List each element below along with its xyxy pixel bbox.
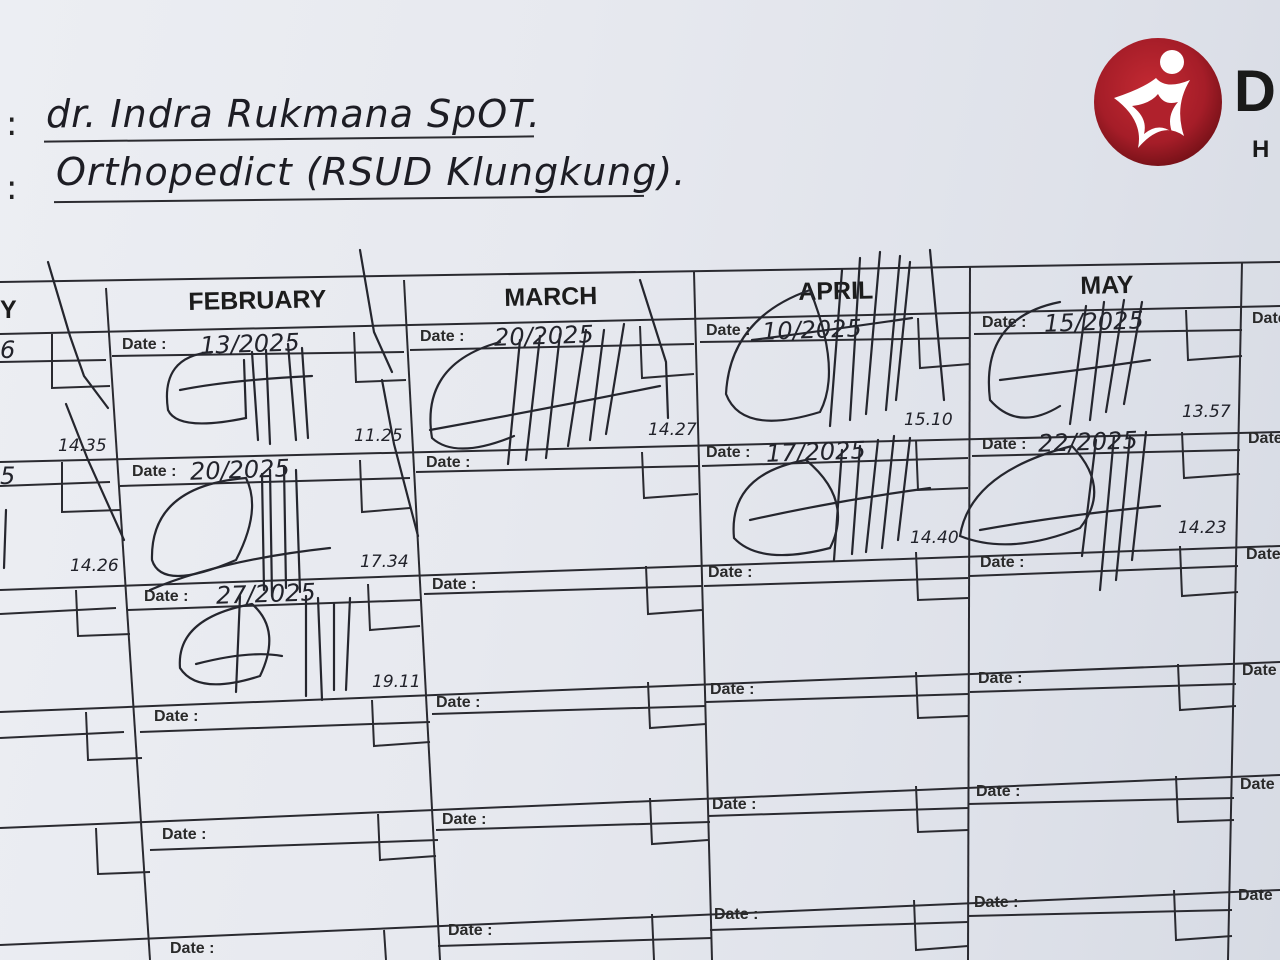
- date-label: Date :: [982, 314, 1027, 331]
- date-label-edge: Date: [1246, 546, 1280, 563]
- date-label-edge: Date: [1240, 776, 1275, 793]
- mar-time-1: 14.27: [648, 420, 697, 440]
- date-label: Date :: [162, 826, 207, 843]
- signature-may-2: [958, 430, 1162, 592]
- date-label-edge: Date: [1248, 430, 1280, 447]
- signature-strokes-feb-edge: [358, 248, 420, 538]
- apr-time-1: 15.10: [904, 410, 953, 430]
- signature-apr-2: [732, 434, 932, 562]
- signature-apr-1: [724, 248, 946, 428]
- date-label: Date :: [980, 554, 1025, 571]
- colon-2: :: [6, 168, 18, 208]
- jan-time-2: 14.26: [70, 556, 119, 576]
- doctor-name: dr. Indra Rukmana SpOT.: [46, 92, 541, 136]
- date-label: Date :: [982, 436, 1027, 453]
- date-label-edge: Date: [1238, 887, 1273, 904]
- signature-may-1: [987, 298, 1152, 426]
- may-time-1: 13.57: [1182, 402, 1231, 422]
- date-label: Date :: [976, 783, 1021, 800]
- specialty: Orthopedict (RSUD Klungkung).: [56, 150, 687, 194]
- signature-feb-1: [165, 342, 314, 446]
- logo-emblem-icon: [1094, 38, 1222, 166]
- date-label: Date :: [448, 922, 493, 939]
- feb-time-2: 17.34: [360, 552, 409, 572]
- date-label: Date :: [132, 463, 177, 480]
- date-label: Date :: [122, 336, 167, 353]
- date-label: Date :: [706, 322, 751, 339]
- signature-mar-1: [428, 278, 670, 466]
- apr-time-2: 14.40: [910, 528, 959, 548]
- may-time-2: 14.23: [1178, 518, 1227, 538]
- date-label: Date :: [714, 906, 759, 923]
- date-label: Date :: [442, 811, 487, 828]
- logo-letter-bottom: H: [1252, 136, 1270, 163]
- date-label: Date :: [170, 940, 215, 957]
- date-label-edge: Date: [1252, 310, 1280, 327]
- signature-feb-2: [148, 464, 332, 598]
- feb-time-3: 19.11: [372, 672, 421, 692]
- jan-partial-row-1: 6: [0, 336, 16, 364]
- signature-jan-partial: [2, 260, 126, 570]
- date-label: Date :: [144, 588, 189, 605]
- date-label: Date :: [712, 796, 757, 813]
- date-label-edge: Date: [1242, 662, 1277, 679]
- jan-partial-row-2: 5: [0, 462, 16, 490]
- date-label: Date :: [436, 694, 481, 711]
- date-label: Date :: [426, 454, 471, 471]
- hospital-logo: D H: [1092, 36, 1276, 181]
- date-label: Date :: [154, 708, 199, 725]
- date-label: Date :: [708, 564, 753, 581]
- colon-1: :: [6, 104, 18, 144]
- month-january-partial: Y: [0, 296, 17, 324]
- date-label: Date :: [978, 670, 1023, 687]
- date-label: Date :: [432, 576, 477, 593]
- date-label: Date :: [710, 681, 755, 698]
- signature-feb-3: [178, 594, 352, 702]
- date-label: Date :: [974, 894, 1019, 911]
- date-label: Date :: [420, 328, 465, 345]
- date-label: Date :: [706, 444, 751, 461]
- logo-letter-top: D: [1234, 59, 1276, 124]
